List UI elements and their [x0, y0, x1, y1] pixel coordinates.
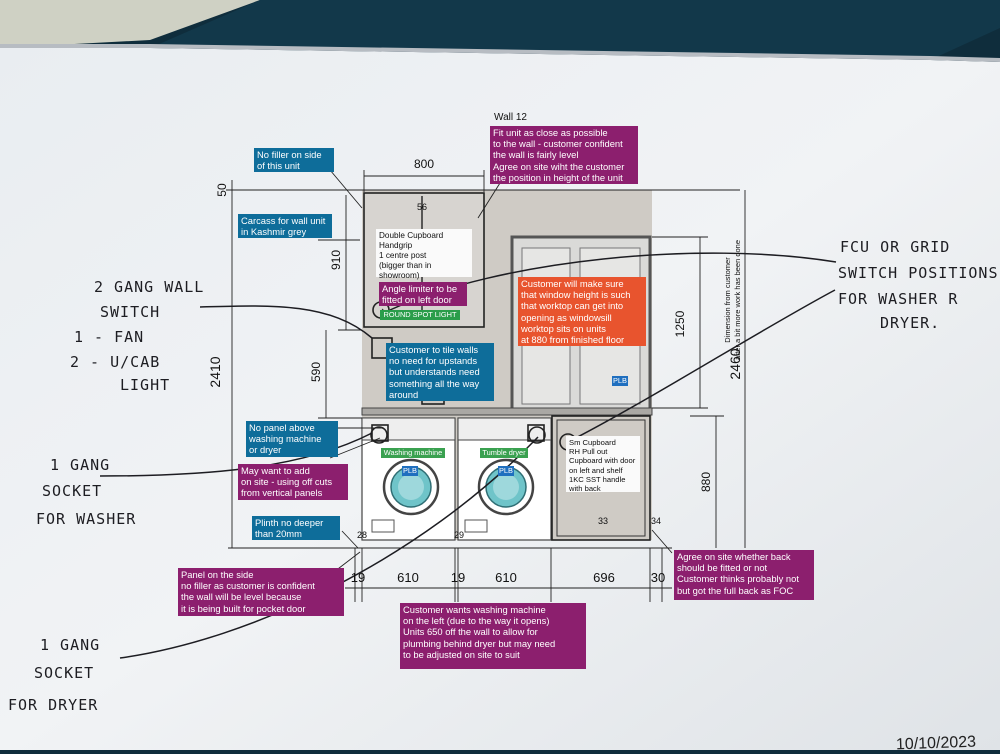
plb-washer: PLB	[402, 466, 418, 476]
dim-base-height: 880	[699, 472, 713, 492]
dim-bottom-2: 610	[397, 570, 419, 585]
note-window: Customer will make sure that window heig…	[518, 277, 646, 346]
dryer-socket-circle	[528, 426, 546, 444]
hw-switch-line1: 2 GANG WALL	[94, 278, 204, 296]
marker-33: 33	[598, 516, 608, 526]
hw-switch-line3: 1 - FAN	[74, 328, 144, 346]
marker-34: 34	[651, 516, 661, 526]
handwriting-washer: 1 GANG SOCKET FOR WASHER	[36, 456, 136, 528]
folder-cover	[150, 0, 1000, 60]
note-no-panel: No panel above washing machine or dryer	[246, 421, 338, 457]
hw-dryer-line3: FOR DRYER	[8, 696, 98, 714]
hw-dryer-line1: 1 GANG	[40, 636, 100, 654]
note-angle-limiter: Angle limiter to be fitted on left door	[379, 282, 467, 306]
hw-washer-line1: 1 GANG	[50, 456, 110, 474]
footer-date: 10/10/2023	[895, 733, 977, 754]
spot-light-label: ROUND SPOT LIGHT	[380, 310, 460, 320]
dim-top-gap: 50	[215, 183, 229, 197]
desk-surface	[0, 0, 260, 48]
dim-total-height: 2410	[207, 356, 223, 387]
hw-fcu-line2: SWITCH POSITIONS	[838, 264, 999, 282]
hw-washer-line2: SOCKET	[42, 482, 102, 500]
note-panel-side: Panel on the side no filler as customer …	[178, 568, 344, 616]
plb-dryer: PLB	[498, 466, 514, 476]
dim-top-width: 800	[414, 157, 434, 171]
worktop	[361, 407, 653, 416]
dim-bottom-4: 610	[495, 570, 517, 585]
hw-fcu-line1: FCU OR GRID	[840, 238, 950, 256]
washer-socket-circle	[370, 426, 388, 444]
hw-washer-line3: FOR WASHER	[36, 510, 136, 528]
washing-machine-filter	[371, 519, 395, 533]
hw-fcu-line4: DRYER.	[880, 314, 940, 332]
dim-right-total: 2460	[727, 348, 743, 379]
hw-dryer-line2: SOCKET	[34, 664, 94, 682]
drawing-title: Wall 12	[494, 112, 527, 123]
base-cupboard-label: Sm Cupboard RH Pull out Cupboard with do…	[566, 436, 640, 493]
paper-edge	[0, 44, 1000, 62]
dim-bottom-6: 30	[651, 570, 665, 585]
marker-29: 29	[454, 530, 464, 540]
note-tile-walls: Customer to tile walls no need for upsta…	[386, 343, 494, 401]
tumble-dryer-glass	[493, 474, 519, 500]
tumble-dryer-panel	[457, 417, 552, 441]
dim-note-line1: Dimension from customer	[723, 257, 732, 343]
note-may-add: May want to add on site - using off cuts…	[238, 464, 348, 500]
hw-switch-line4: 2 - U/CAB	[70, 353, 160, 371]
washing-machine-label: Washing machine	[381, 448, 445, 458]
note-plinth: Plinth no deeper than 20mm	[252, 516, 340, 540]
tumble-dryer-label: Tumble dryer	[480, 448, 528, 458]
tumble-dryer-filter	[464, 519, 488, 533]
dimension-lines	[226, 170, 746, 602]
dim-bottom-5: 696	[593, 570, 615, 585]
washing-machine-glass	[398, 474, 424, 500]
dim-window: 1250	[673, 310, 687, 337]
base-cupboard-door	[556, 419, 646, 537]
hw-switch-line2: SWITCH	[100, 303, 160, 321]
marker-28: 28	[357, 530, 367, 540]
dim-note-line2: after a bit more work has been done	[733, 240, 742, 360]
washing-machine-panel	[361, 417, 456, 441]
note-no-filler: No filler on side of this unit	[254, 148, 334, 172]
hw-fcu-line3: FOR WASHER R	[838, 290, 958, 308]
handwriting-dryer: 1 GANG SOCKET FOR DRYER	[8, 636, 100, 714]
dim-bottom-1: 19	[351, 570, 365, 585]
wall-unit-label: Double Cupboard Handgrip 1 centre post (…	[376, 229, 472, 290]
dim-bottom-3: 19	[451, 570, 465, 585]
handwriting-fcu: FCU OR GRID SWITCH POSITIONS FOR WASHER …	[838, 238, 999, 332]
dim-left-mid: 590	[309, 362, 323, 382]
dim-wall-unit: 910	[329, 250, 343, 270]
plb-window: PLB	[612, 376, 628, 386]
note-agree-back: Agree on site whether back should be fit…	[674, 550, 814, 600]
hw-switch-line5: LIGHT	[120, 376, 170, 394]
handwriting-switch: 2 GANG WALL SWITCH 1 - FAN 2 - U/CAB LIG…	[70, 278, 204, 394]
note-carcass: Carcass for wall unit in Kashmir grey	[238, 214, 332, 238]
note-fit-unit: Fit unit as close as possible to the wal…	[490, 126, 638, 184]
dim-wall-unit-inner: 56	[417, 202, 427, 212]
note-washing-left: Customer wants washing machine on the le…	[400, 603, 586, 669]
